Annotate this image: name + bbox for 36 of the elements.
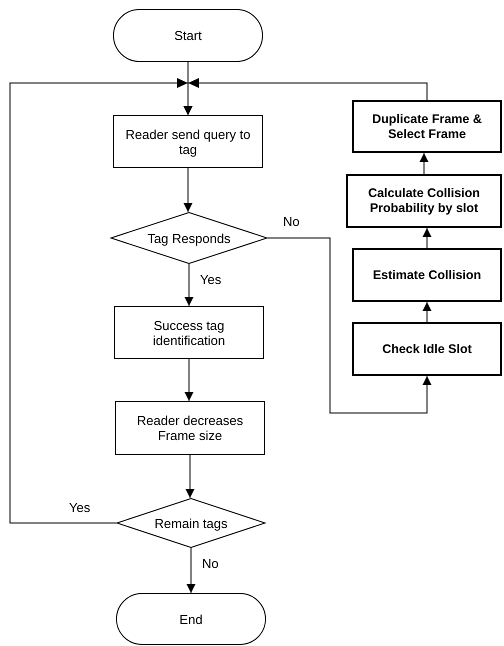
arrow [184,168,192,212]
node-text: Reader decreases Frame size [136,413,244,443]
process-box [115,401,265,455]
process-box [352,322,502,376]
process-box [113,115,263,168]
node-text: Calculate Collision Probability by slot [367,186,481,216]
process-box [114,306,264,359]
terminal-shape [113,9,263,62]
arrow [184,264,194,306]
decision-diamond [111,212,267,264]
decision-diamond [117,498,265,548]
arrow [184,358,194,402]
process-box [352,248,502,302]
node-text: Success tag identification [152,318,226,348]
process-box [346,174,502,228]
arrow [420,152,428,174]
edge-label: No [201,556,220,571]
node-text: Check Idle Slot [382,342,472,356]
process-box [352,100,502,153]
node-text: Reader send query to tag [124,126,252,156]
arrow [186,548,196,594]
node-text: Start [174,28,202,43]
edge-label: No [282,214,301,229]
arrow [266,238,432,414]
arrow [184,82,428,116]
arrow [186,454,194,498]
node-text: Remain tags [154,516,228,530]
terminal-shape [116,593,266,645]
node-text: Estimate Collision [372,268,482,282]
edge-label: Yes [199,272,222,287]
node-text: Duplicate Frame & Select Frame [371,112,483,142]
edge-label: Yes [68,500,92,515]
arrow [422,228,432,248]
node-text: End [179,612,203,626]
arrow [422,302,432,322]
node-text: Tag Responds [147,230,231,246]
